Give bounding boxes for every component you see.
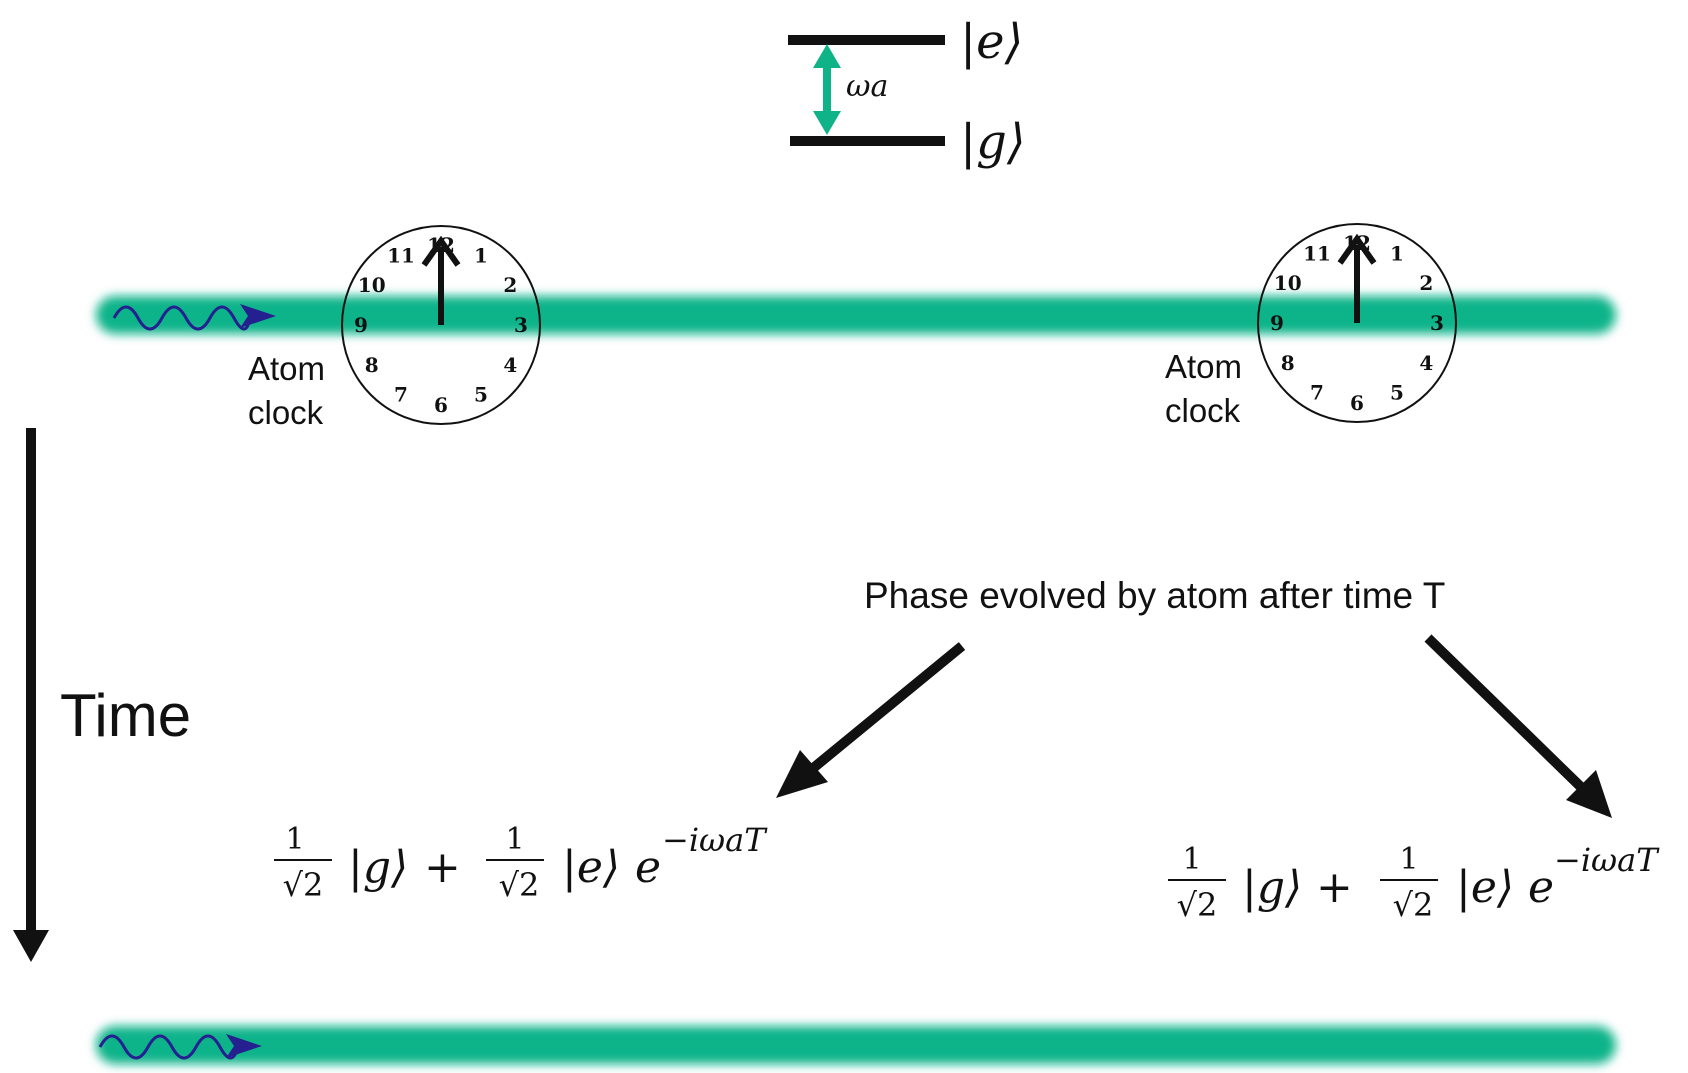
clock-numeral: 9 — [354, 313, 368, 337]
plus-sign: + — [1316, 862, 1353, 913]
clock-numeral: 6 — [1350, 391, 1364, 415]
atom-beam-bottom — [96, 1026, 1616, 1064]
clock-numeral: 7 — [394, 382, 408, 406]
phase-annotation: Phase evolved by atom after time T — [864, 575, 1445, 616]
pointer-arrow-icon — [1424, 634, 1612, 818]
clock-numeral: 5 — [474, 382, 488, 406]
time-axis-label: Time — [60, 682, 191, 749]
clock-numeral: 5 — [1390, 380, 1404, 404]
transition-arrow-icon — [813, 44, 841, 135]
fraction-denominator: √2 — [1177, 886, 1218, 924]
pointer-arrow-icon — [776, 642, 966, 798]
clock-numeral: 7 — [1310, 380, 1324, 404]
fraction-denominator: √2 — [283, 866, 324, 904]
clock-caption-line1: Atom — [1165, 348, 1242, 385]
energy-level-diagram: ωa |e⟩ |g⟩ — [788, 14, 1026, 170]
clock-caption-line2: clock — [248, 394, 324, 431]
ground-state-label: |g⟩ — [960, 114, 1026, 170]
clock-numeral: 2 — [503, 273, 517, 297]
time-axis-arrow-icon — [13, 428, 49, 962]
ground-ket: |g⟩ — [1242, 862, 1302, 913]
clock-numeral: 1 — [1390, 242, 1404, 266]
clock-face — [341, 225, 541, 425]
fraction-numerator: 1 — [1399, 842, 1418, 877]
clock-numeral: 1 — [474, 244, 488, 268]
clock-numeral: 2 — [1419, 271, 1433, 295]
clock-numeral: 4 — [1419, 351, 1433, 375]
clock-numeral: 11 — [1303, 242, 1331, 266]
clock-numeral: 3 — [514, 313, 528, 337]
state-equation: 1 √2 |g⟩ + 1 √2 |e⟩ e −iωaT — [274, 821, 768, 904]
atom-beam-top — [96, 296, 1616, 334]
fraction-denominator: √2 — [499, 866, 540, 904]
clock-numeral: 8 — [1281, 351, 1295, 375]
clock-numeral: 10 — [358, 273, 386, 297]
fraction-numerator: 1 — [285, 822, 304, 857]
transition-frequency-label: ωa — [846, 69, 888, 104]
photon-wave-icon — [98, 1034, 262, 1060]
fraction-numerator: 1 — [505, 822, 524, 857]
excited-ket: |e⟩ — [562, 842, 620, 893]
fraction-numerator: 1 — [1182, 842, 1201, 877]
exponential-power: −iωaT — [1554, 841, 1660, 879]
clock-numeral: 6 — [434, 393, 448, 417]
clock-caption-line1: Atom — [248, 350, 325, 387]
exponential-base: e — [635, 842, 661, 893]
ground-ket: |g⟩ — [348, 842, 408, 893]
clock-numeral: 11 — [387, 244, 415, 268]
exponential-base: e — [1528, 862, 1554, 913]
clock-numeral: 10 — [1274, 271, 1302, 295]
clock-numeral: 8 — [365, 353, 379, 377]
fraction-denominator: √2 — [1393, 886, 1434, 924]
excited-state-label: |e⟩ — [960, 14, 1023, 70]
state-equation: 1 √2 |g⟩ + 1 √2 |e⟩ e −iωaT — [1168, 841, 1660, 924]
clock-face — [1257, 223, 1457, 423]
clock-caption-line2: clock — [1165, 392, 1241, 429]
excited-ket: |e⟩ — [1456, 862, 1514, 913]
plus-sign: + — [424, 842, 461, 893]
clock-numeral: 9 — [1270, 311, 1284, 335]
clock-hand-icon — [1337, 233, 1377, 323]
clock-numeral: 4 — [503, 353, 517, 377]
photon-wave-icon — [112, 304, 276, 331]
clock-hand-icon — [421, 235, 461, 325]
exponential-power: −iωaT — [662, 821, 768, 859]
clock-numeral: 3 — [1430, 311, 1444, 335]
